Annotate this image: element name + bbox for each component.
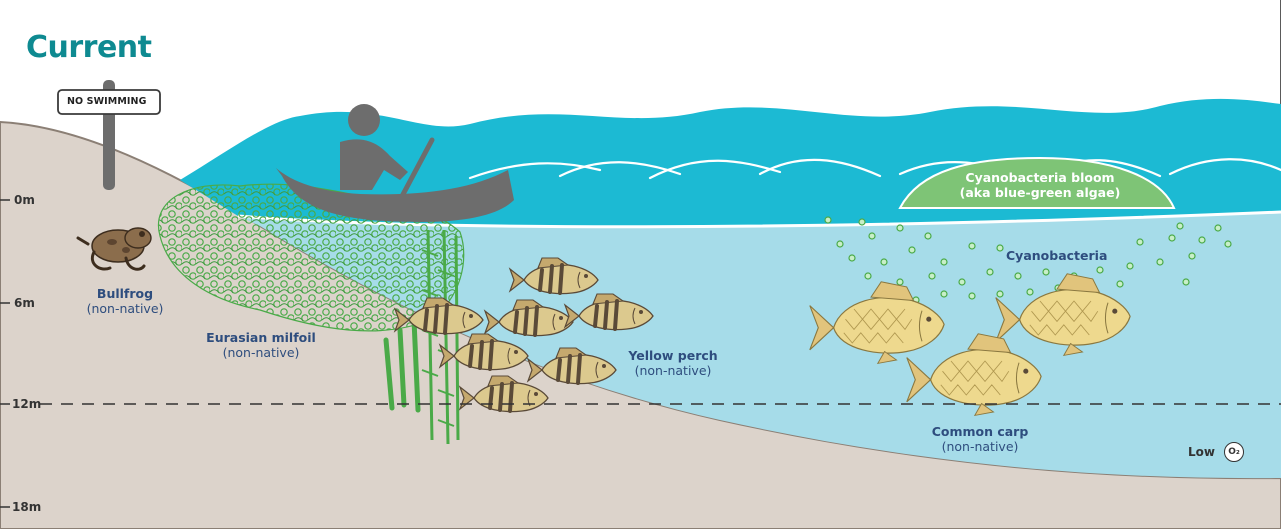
oxygen-badge: O₂ [1224,442,1244,462]
depth-marker-6m: 6m [14,296,35,310]
milfoil-label: Eurasian milfoil (non-native) [196,330,326,360]
bloom-label: Cyanobacteria bloom (aka blue-green alga… [934,170,1146,200]
bloom-line-2: (aka blue-green algae) [934,185,1146,200]
milfoil-status: (non-native) [196,345,326,360]
carp-status: (non-native) [920,439,1040,454]
carp-label: Common carp (non-native) [920,424,1040,454]
perch-label: Yellow perch (non-native) [618,348,728,378]
bullfrog-name: Bullfrog [70,286,180,301]
bullfrog-label: Bullfrog (non-native) [70,286,180,316]
perch-status: (non-native) [618,363,728,378]
carp-name: Common carp [920,424,1040,439]
perch-name: Yellow perch [618,348,728,363]
milfoil-name: Eurasian milfoil [196,330,326,345]
diagram-title: Current [26,30,152,65]
bloom-line-1: Cyanobacteria bloom [934,170,1146,185]
low-oxygen-label: Low [1188,445,1215,459]
depth-marker-0m: 0m [14,193,35,207]
bullfrog-status: (non-native) [70,301,180,316]
sign-text: NO SWIMMING [67,96,146,107]
cyanobacteria-label: Cyanobacteria [1006,248,1107,263]
depth-marker-18m: 18m [12,500,41,514]
depth-marker-12m: 12m [12,397,41,411]
